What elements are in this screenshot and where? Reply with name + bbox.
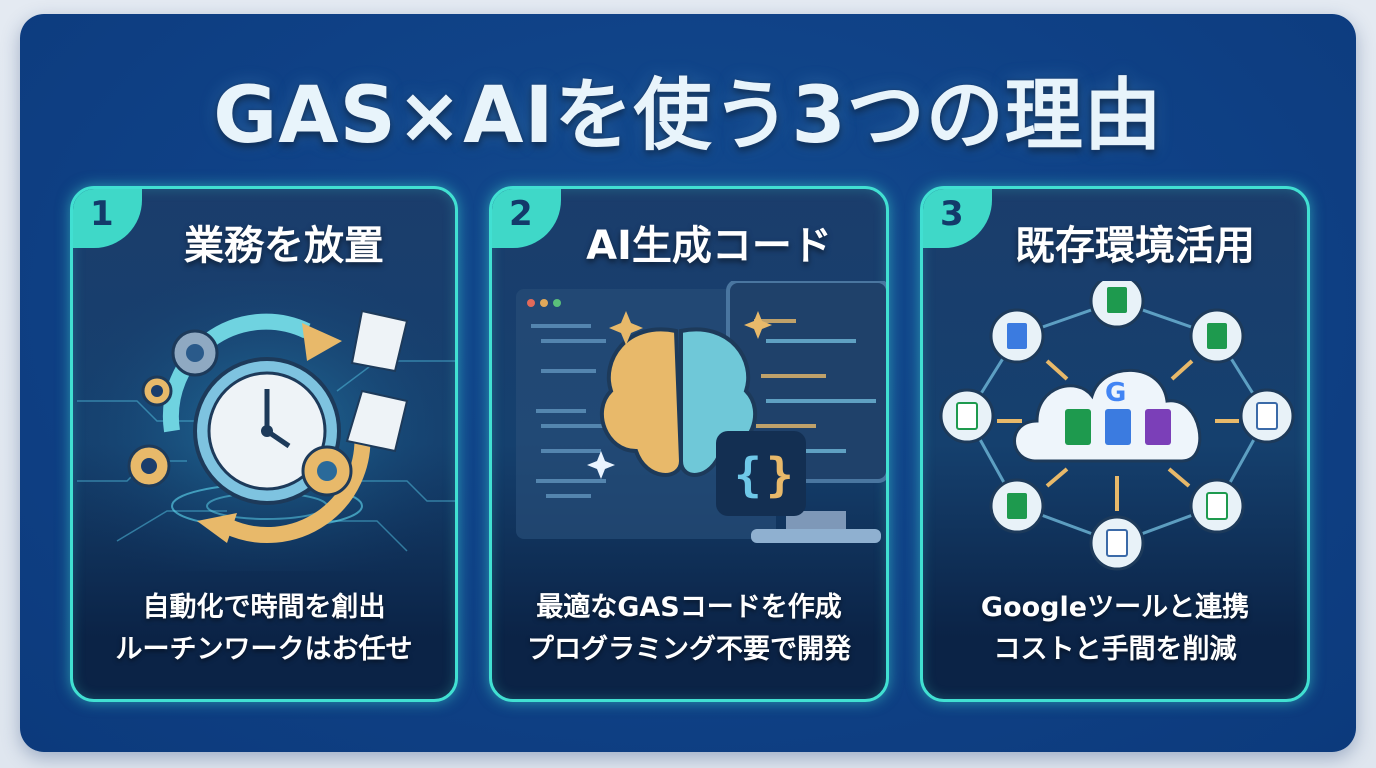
page-title: GAS×AIを使う3つの理由 <box>213 71 1163 161</box>
card-description: Googleツールと連携 コストと手間を削減 <box>923 587 1307 671</box>
description-line: 自動化で時間を創出 <box>142 592 386 623</box>
svg-text:}: } <box>766 448 794 502</box>
number-badge: 1 <box>73 189 142 248</box>
description-line: ルーチンワークはお任せ <box>115 634 413 665</box>
clock-automation-icon <box>77 281 455 571</box>
description-line: Googleツールと連携 <box>980 592 1250 623</box>
description-line: 最適なGASコードを作成 <box>536 592 842 623</box>
description-line: プログラミング不要で開発 <box>527 634 851 665</box>
reason-card-3: 3 既存環境活用 G <box>920 186 1310 702</box>
main-panel: GAS×AIを使う3つの理由 1 業務を放置 <box>20 14 1356 752</box>
reason-card-1: 1 業務を放置 <box>70 186 458 702</box>
card-description: 最適なGASコードを作成 プログラミング不要で開発 <box>492 587 886 671</box>
card-title: AI生成コード <box>586 223 832 269</box>
description-line: コストと手間を削減 <box>993 634 1237 665</box>
google-cloud-network-icon: G <box>927 273 1303 571</box>
reason-card-2: 2 AI生成コード { } <box>489 186 889 702</box>
card-title: 既存環境活用 <box>1015 223 1255 269</box>
svg-text:{: { <box>734 448 762 502</box>
svg-text:G: G <box>1105 378 1126 408</box>
card-description: 自動化で時間を創出 ルーチンワークはお任せ <box>73 587 455 671</box>
card-title: 業務を放置 <box>184 223 384 269</box>
ai-brain-code-icon: { } <box>496 279 886 571</box>
